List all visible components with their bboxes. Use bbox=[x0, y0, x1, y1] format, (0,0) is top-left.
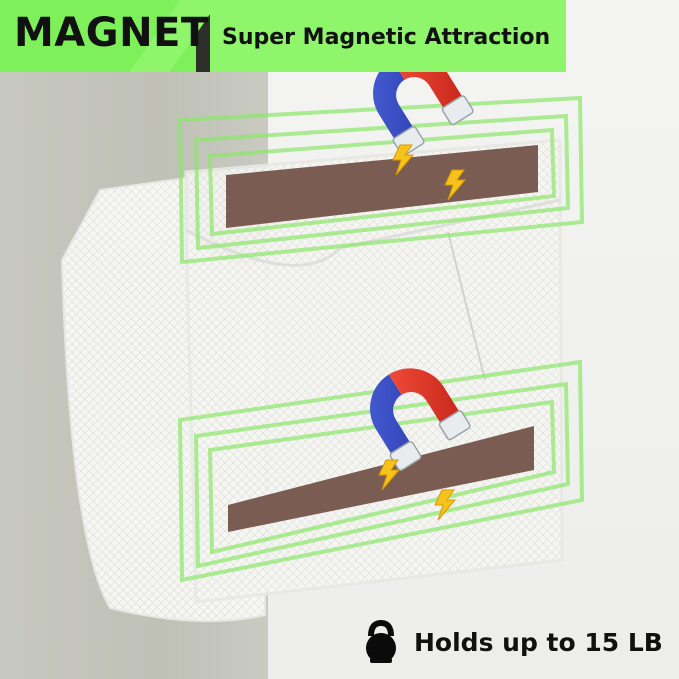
kettlebell-icon bbox=[366, 620, 396, 663]
upper-magnetic-strip bbox=[226, 145, 538, 228]
mesh-file-holder bbox=[60, 138, 564, 623]
banner-tagline: Super Magnetic Attraction bbox=[222, 25, 551, 50]
capacity-text: Holds up to 15 LB bbox=[414, 627, 663, 657]
banner-title: MAGNET bbox=[14, 10, 209, 56]
lower-magnetic-strip bbox=[228, 426, 534, 532]
capacity-info: Holds up to 15 LB bbox=[360, 620, 663, 664]
